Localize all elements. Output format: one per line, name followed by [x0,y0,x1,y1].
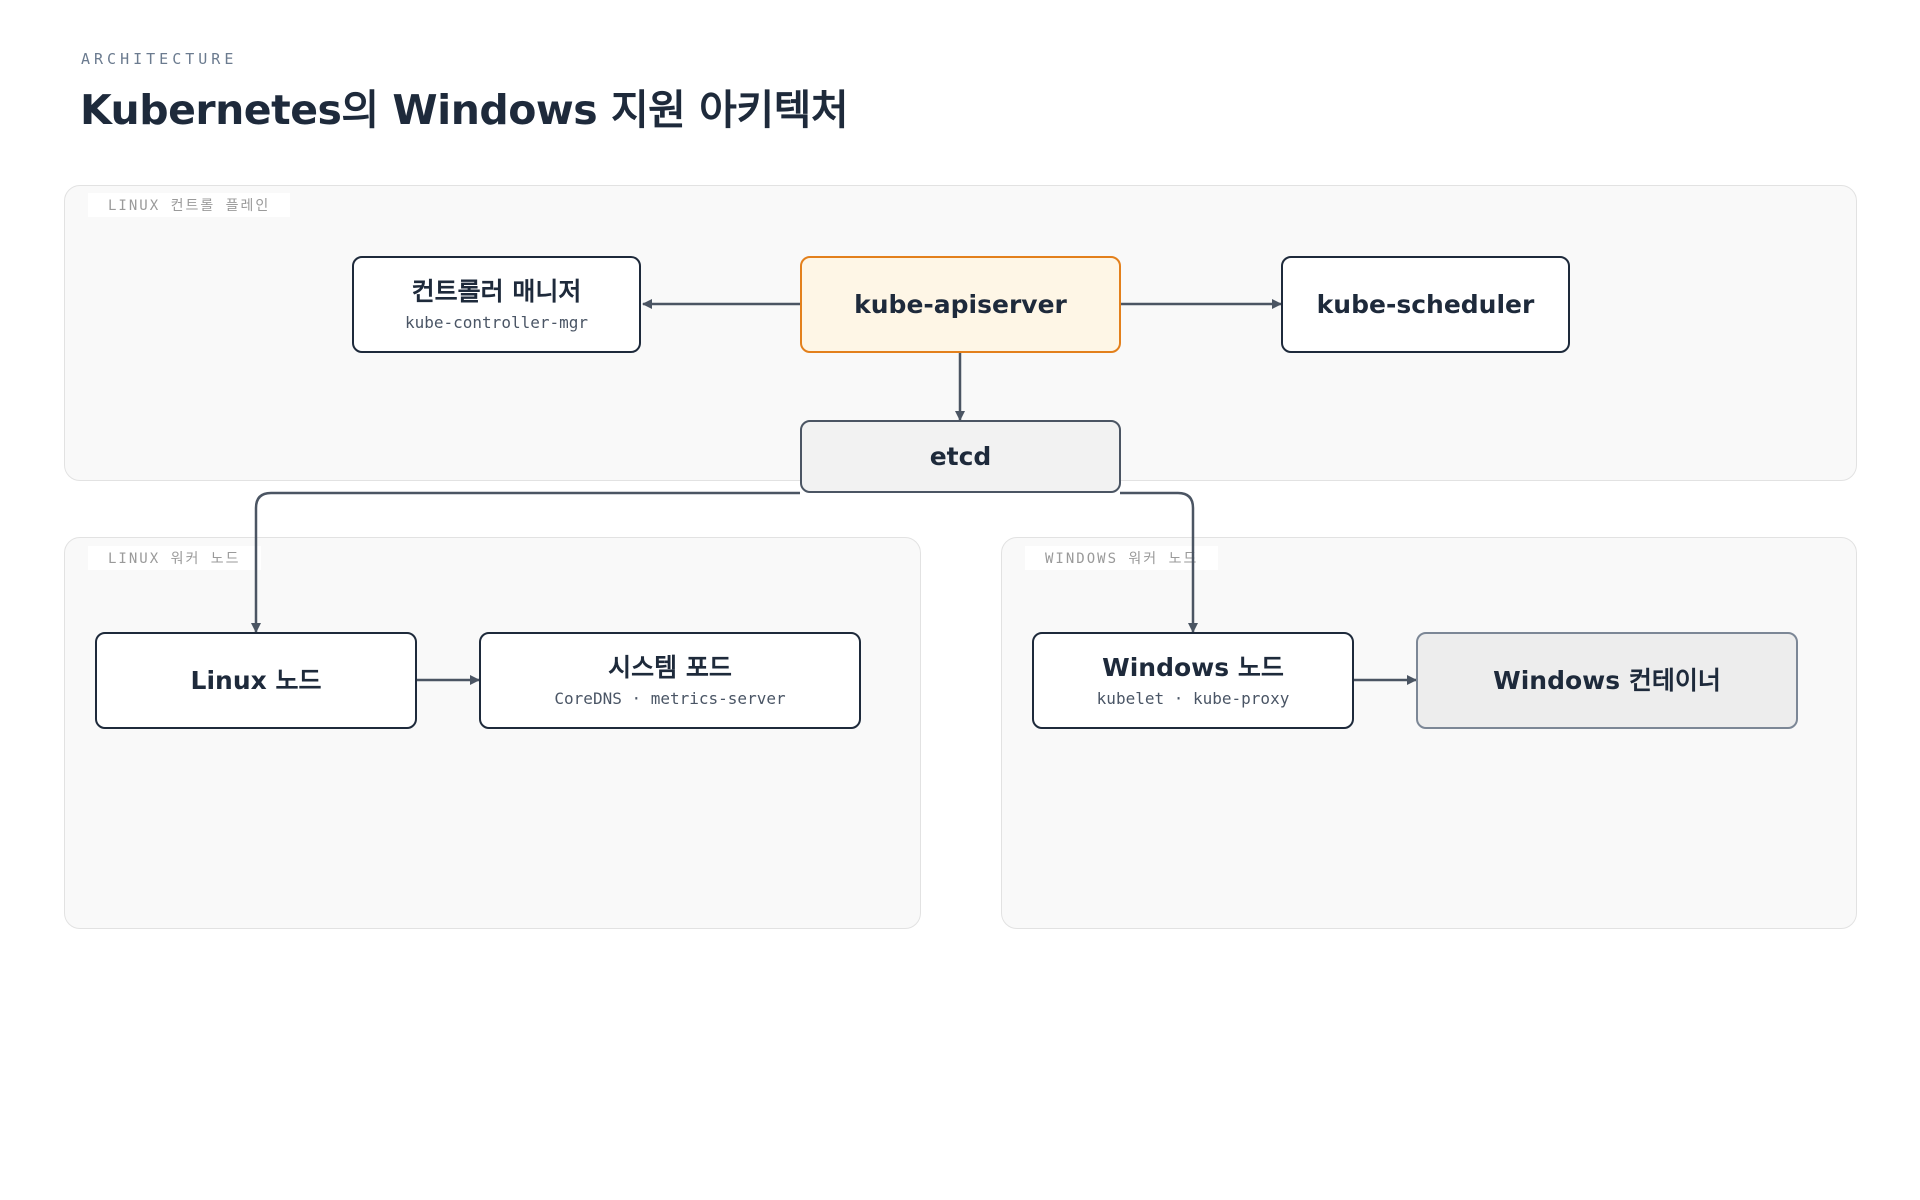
apiserver-node[interactable]: kube-apiserver [800,256,1121,353]
windows-containers-name: Windows 컨테이너 [1493,665,1721,695]
windows-workers-region [1001,537,1857,929]
scheduler-node[interactable]: kube-scheduler [1281,256,1570,353]
controller-manager-node[interactable]: 컨트롤러 매니저 kube-controller-mgr [352,256,641,353]
windows-node-name: Windows 노드 [1102,653,1284,682]
windows-containers-node[interactable]: Windows 컨테이너 [1416,632,1798,729]
etcd-node[interactable]: etcd [800,420,1121,493]
apiserver-name: kube-apiserver [854,289,1067,319]
scheduler-name: kube-scheduler [1316,289,1535,319]
linux-node[interactable]: Linux 노드 [95,632,417,729]
linux-workers-region-label: LINUX 워커 노드 [88,546,261,570]
windows-workers-region-label: WINDOWS 워커 노드 [1025,546,1219,570]
controller-manager-name: 컨트롤러 매니저 [411,277,582,306]
page-title: Kubernetes의 Windows 지원 아키텍처 [80,86,849,134]
linux-workers-region [64,537,921,929]
controller-manager-sub: kube-controller-mgr [404,313,589,332]
page-eyebrow: ARCHITECTURE [81,50,238,68]
windows-node[interactable]: Windows 노드 kubelet · kube-proxy [1032,632,1354,729]
linux-node-name: Linux 노드 [190,665,322,695]
control-plane-region-label: LINUX 컨트롤 플레인 [88,193,291,217]
etcd-name: etcd [929,441,992,471]
windows-node-sub: kubelet · kube-proxy [1096,689,1290,708]
system-pods-node[interactable]: 시스템 포드 CoreDNS · metrics-server [479,632,861,729]
system-pods-sub: CoreDNS · metrics-server [554,689,786,708]
system-pods-name: 시스템 포드 [608,653,732,682]
